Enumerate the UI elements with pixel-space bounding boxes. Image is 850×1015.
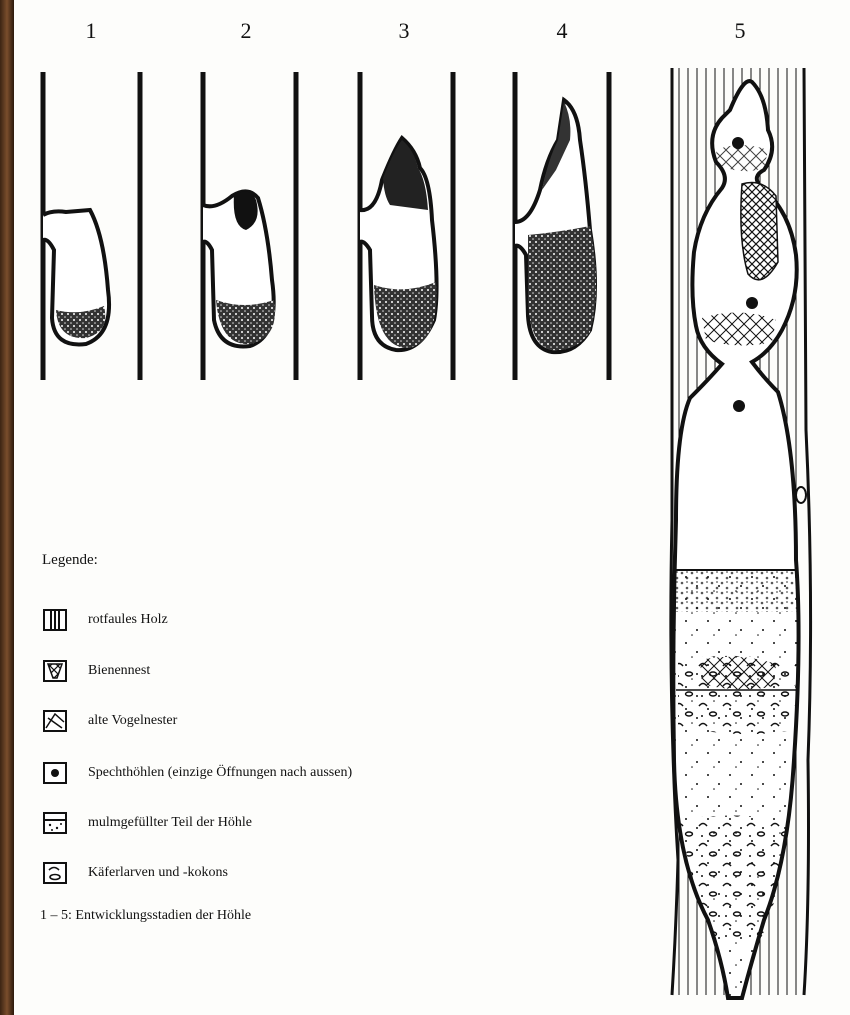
- beetle-larvae-icon: [42, 860, 68, 886]
- bee-nest-icon: [42, 658, 68, 684]
- legend-item-mulm-filled: mulmgefüllter Teil der Höhle: [42, 810, 252, 836]
- legend-item-old-bird-nests: alte Vogelnester: [42, 708, 177, 734]
- legend-stages-note: 1 – 5: Entwicklungsstadien der Höhle: [40, 908, 251, 924]
- woodpecker-hole-icon: [42, 760, 68, 786]
- mulm-filled-icon: [42, 810, 68, 836]
- stage-4-cavity: [515, 72, 609, 380]
- old-bird-nests-icon: [42, 708, 68, 734]
- stage-2-cavity: [203, 72, 296, 380]
- legend-label-rotten-wood: rotfaules Holz: [88, 612, 168, 628]
- stage-1-cavity: [43, 72, 140, 380]
- legend-item-bee-nest: Bienennest: [42, 658, 150, 684]
- legend-item-beetle-larvae: Käferlarven und -kokons: [42, 860, 228, 886]
- legend-title: Legende:: [42, 552, 98, 569]
- legend-label-old-bird-nests: alte Vogelnester: [88, 713, 177, 729]
- legend-label-beetle-larvae: Käferlarven und -kokons: [88, 865, 228, 881]
- rotten-wood-icon: [42, 607, 68, 633]
- stage-3-cavity: [360, 72, 453, 380]
- legend-item-woodpecker-holes: Spechthöhlen (einzige Öffnungen nach aus…: [42, 760, 352, 786]
- legend-label-bee-nest: Bienennest: [88, 663, 150, 679]
- legend-label-mulm-filled: mulmgefüllter Teil der Höhle: [88, 815, 252, 831]
- stage-5-cavity: [671, 68, 811, 998]
- legend-item-rotten-wood: rotfaules Holz: [42, 607, 168, 633]
- legend-label-woodpecker-holes: Spechthöhlen (einzige Öffnungen nach aus…: [88, 765, 352, 781]
